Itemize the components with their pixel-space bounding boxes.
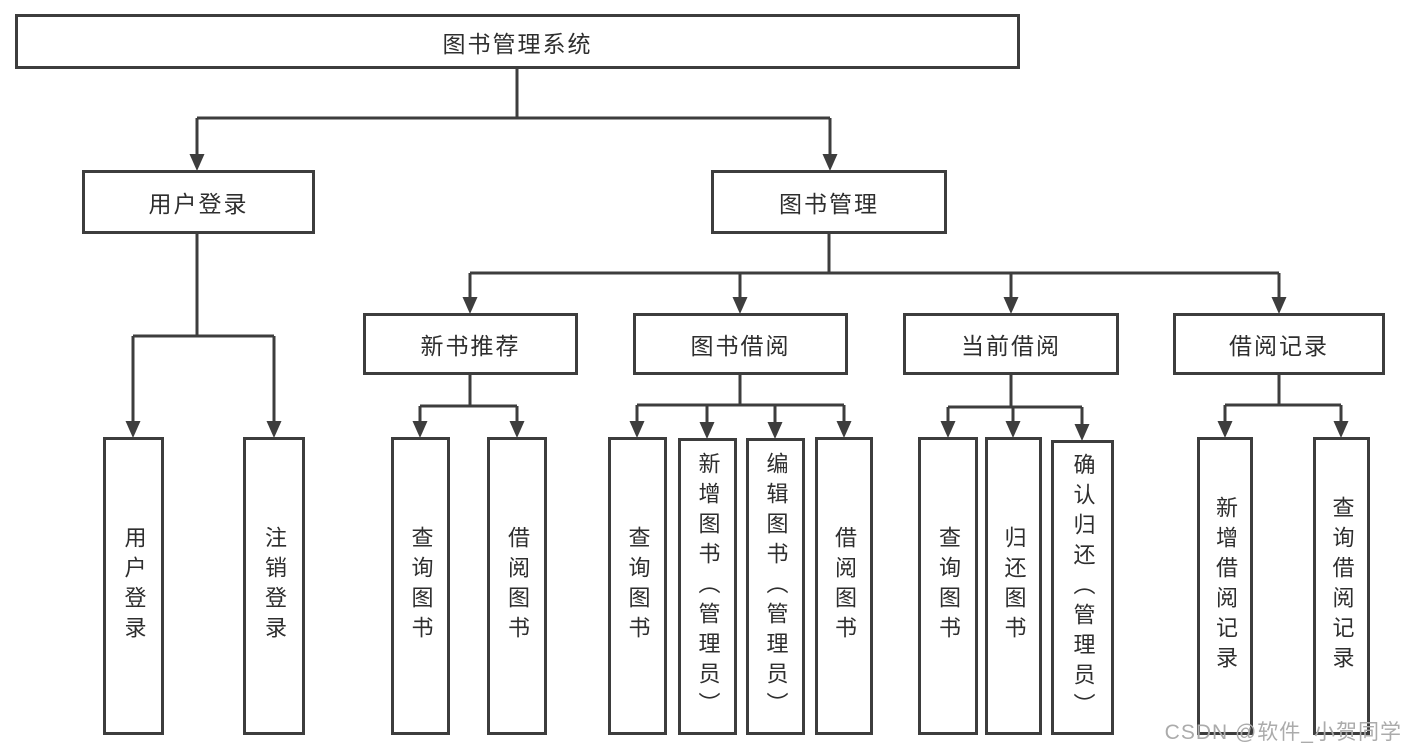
node-label: 查询借阅记录 xyxy=(1329,496,1355,676)
node-new-book-recommend: 新书推荐 xyxy=(363,313,578,375)
node-label: 新书推荐 xyxy=(420,333,521,359)
node-label: 新增借阅记录 xyxy=(1213,496,1238,676)
node-book-borrow: 图书借阅 xyxy=(633,313,848,375)
connector-paths xyxy=(131,69,1343,424)
watermark: CSDN @软件_小贺同学 xyxy=(1164,721,1402,744)
leaf-query-book-current: 查询图书 xyxy=(918,437,978,735)
leaf-edit-book: 编辑图书（管理员） xyxy=(746,438,805,735)
leaf-return-book: 归还图书 xyxy=(985,437,1042,735)
arrowheads xyxy=(125,154,1349,441)
node-borrow-records: 借阅记录 xyxy=(1173,313,1385,375)
node-label: 编辑图书（管理员） xyxy=(763,451,789,722)
leaf-query-book-borrow: 查询图书 xyxy=(608,437,667,735)
node-label: 查询图书 xyxy=(408,526,434,646)
node-label: 用户登录 xyxy=(148,191,249,217)
leaf-add-borrow-record: 新增借阅记录 xyxy=(1197,437,1253,735)
node-label: 查询图书 xyxy=(936,526,961,646)
leaf-borrow-book: 借阅图书 xyxy=(815,437,873,735)
leaf-add-book: 新增图书（管理员） xyxy=(678,438,737,735)
node-label: 当前借阅 xyxy=(961,333,1061,359)
node-label: 借阅图书 xyxy=(832,526,857,646)
node-book-management: 图书管理 xyxy=(711,170,947,234)
node-label: 图书管理 xyxy=(779,191,879,217)
node-label: 注销登录 xyxy=(262,526,287,646)
leaf-query-book-recommend: 查询图书 xyxy=(391,437,450,735)
node-label: 借阅图书 xyxy=(505,526,530,646)
node-user-login: 用户登录 xyxy=(82,170,315,234)
node-label: 归还图书 xyxy=(1001,526,1027,646)
node-label: 借阅记录 xyxy=(1229,333,1329,359)
leaf-query-borrow-record: 查询借阅记录 xyxy=(1313,437,1370,735)
node-label: 确认归还（管理员） xyxy=(1070,452,1096,723)
leaf-logout: 注销登录 xyxy=(243,437,305,735)
node-label: 用户登录 xyxy=(121,526,147,646)
leaf-borrow-book-recommend: 借阅图书 xyxy=(487,437,547,735)
node-label: 图书管理系统 xyxy=(442,30,593,57)
node-label: 查询图书 xyxy=(625,526,651,646)
node-root: 图书管理系统 xyxy=(15,14,1020,69)
node-label: 图书借阅 xyxy=(690,333,791,359)
leaf-user-login: 用户登录 xyxy=(103,437,164,735)
node-current-borrow: 当前借阅 xyxy=(903,313,1119,375)
node-label: 新增图书（管理员） xyxy=(695,451,721,722)
leaf-confirm-return: 确认归还（管理员） xyxy=(1051,440,1114,735)
